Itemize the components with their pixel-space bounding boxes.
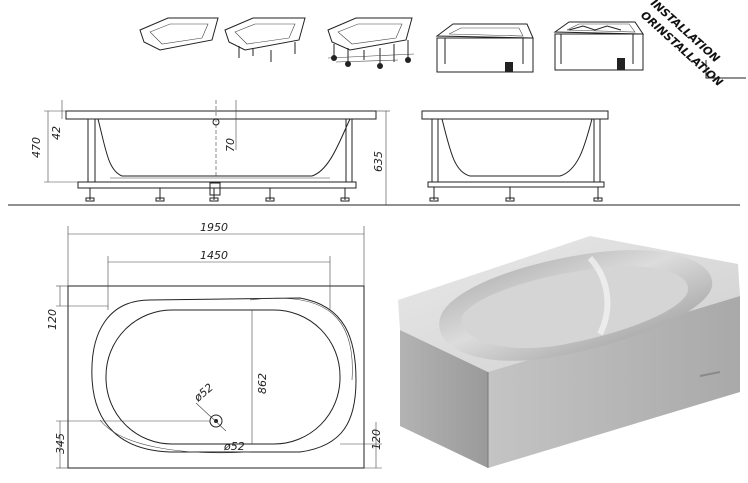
installation-icons — [139, 17, 644, 73]
tub-on-ornate-legs-icon[interactable] — [327, 17, 415, 69]
dim-inner-width: 862 — [256, 373, 269, 394]
dim-drain: 70 — [224, 138, 237, 152]
short-end-view — [421, 110, 609, 202]
dim-overall: 635 — [372, 151, 385, 172]
dim-total-height: 470 — [30, 137, 43, 158]
dim-inner-length: 1450 — [200, 249, 228, 262]
bathtub-3d-render — [398, 236, 740, 468]
dim-drain-dia-2: ø52 — [223, 440, 245, 453]
dim-length: 1950 — [200, 221, 228, 234]
plain-tub-icon[interactable] — [139, 17, 219, 51]
top-plan-view — [56, 226, 382, 469]
tub-with-panel-icon[interactable] — [435, 23, 534, 73]
dim-bottom-offset: 345 — [54, 433, 67, 454]
tub-on-legs-icon[interactable] — [224, 17, 306, 62]
dim-drain-dia-1: ø52 — [191, 381, 216, 405]
dim-right-offset: 120 — [370, 429, 383, 450]
dim-top-offset: 120 — [46, 309, 59, 330]
side-elevation-views: 470 42 70 635 — [8, 100, 740, 206]
installation-corner-label: INSTALLATION ORINSTALLATION — [638, 0, 746, 89]
tub-outline — [67, 285, 365, 469]
tub-with-panel-hydromassage-icon[interactable] — [553, 21, 644, 71]
long-side-view — [44, 100, 390, 205]
dim-rim: 42 — [50, 126, 63, 140]
